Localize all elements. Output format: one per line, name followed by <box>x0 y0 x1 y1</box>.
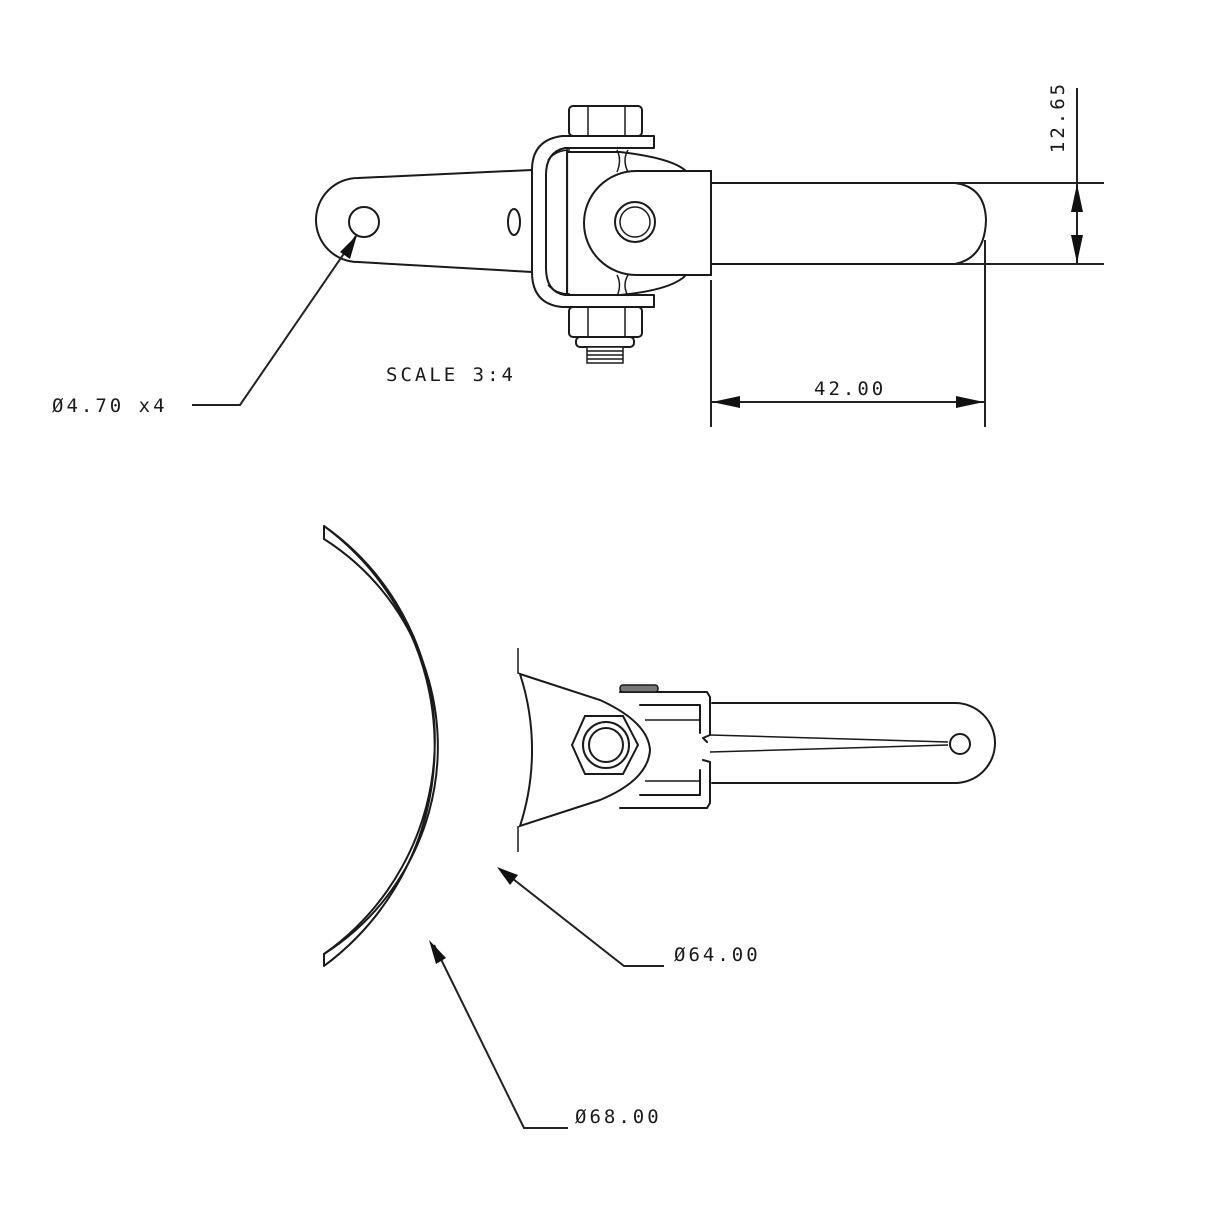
width-dimension-text: 12.65 <box>1047 80 1070 154</box>
bolt-head <box>568 105 643 137</box>
handle-hole <box>949 733 971 755</box>
hex-nut <box>570 715 640 775</box>
dia68-leader <box>429 940 568 1129</box>
pivot-bolt <box>614 201 656 243</box>
outer-diameter-text: Ø68.00 <box>575 1106 662 1128</box>
clamp-band <box>323 525 436 967</box>
scale-note: SCALE 3:4 <box>386 364 516 386</box>
dimension-12-65 <box>955 88 1104 265</box>
strap-arm <box>315 169 533 273</box>
length-dimension-text: 42.00 <box>814 378 887 400</box>
bottom-view <box>323 525 996 1129</box>
lever-handle-side <box>711 702 996 784</box>
top-view <box>192 88 1104 427</box>
lever-tongue <box>583 170 712 276</box>
slot-hole <box>507 208 521 236</box>
hole-leader <box>192 235 357 406</box>
latch-frame <box>619 691 711 743</box>
lever-handle <box>710 182 987 265</box>
bolt-thread <box>586 346 624 364</box>
dimension-42-00 <box>710 240 986 427</box>
u-bracket <box>531 135 655 308</box>
hole-diameter-callout: Ø4.70 x4 <box>52 395 168 417</box>
nut <box>568 306 643 338</box>
inner-diameter-text: Ø64.00 <box>674 944 761 966</box>
mounting-hole <box>348 206 380 238</box>
dia64-leader <box>497 867 664 967</box>
